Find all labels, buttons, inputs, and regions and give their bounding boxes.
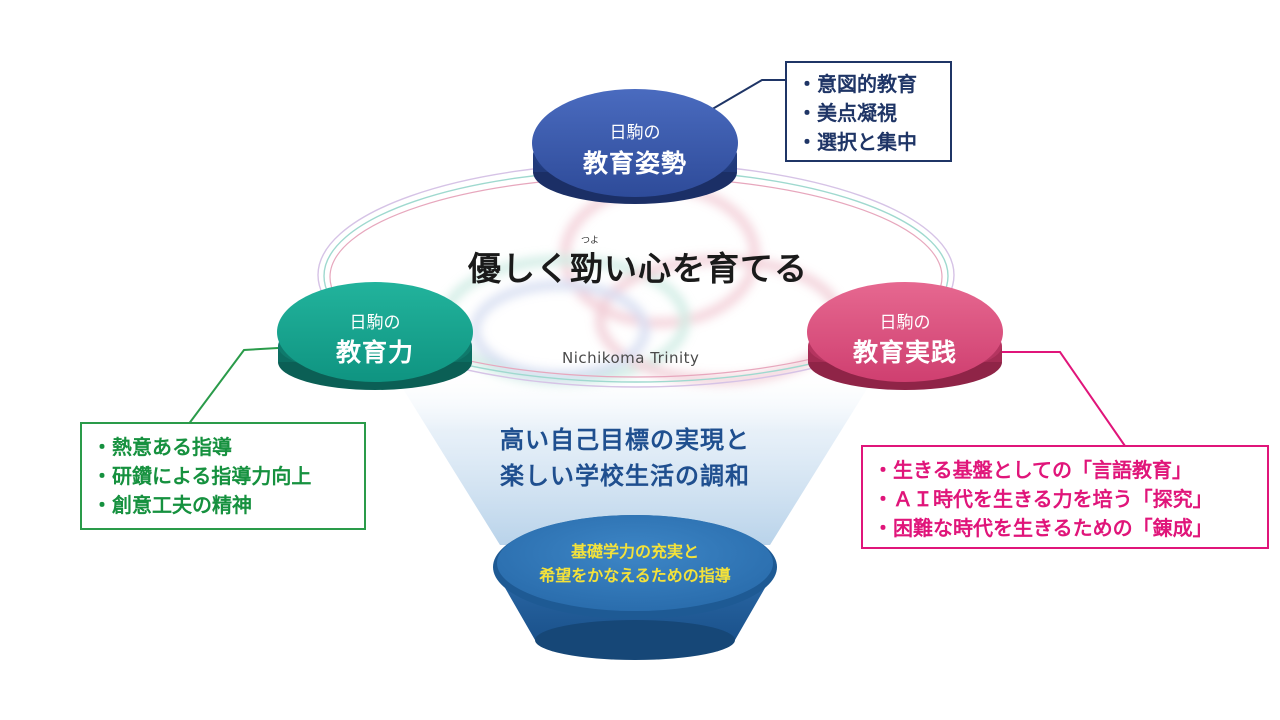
practice-point: ・ＡＩ時代を生きる力を培う「探究」 (873, 487, 1213, 511)
ability-point: ・創意工夫の精神 (92, 493, 252, 517)
posture-point: ・美点凝視 (797, 101, 897, 125)
ability-point: ・研鑽による指導力向上 (92, 464, 312, 488)
practice-point: ・生きる基盤としての「言語教育」 (873, 458, 1192, 482)
headline-ruby: つよ (581, 236, 600, 246)
posture-point: ・選択と集中 (797, 130, 917, 154)
trinity-label: Nichikoma Trinity (562, 349, 700, 367)
funnel-cone (390, 368, 880, 545)
practice-point: ・困難な時代を生きるための「錬成」 (873, 516, 1213, 540)
headline: 優しく勁い心を育てる (468, 249, 808, 288)
foundation-bowl-shape (493, 515, 777, 660)
posture-title: 教育姿勢 (582, 149, 687, 178)
posture-connector (696, 79, 785, 119)
goal-line-2: 楽しい学校生活の調和 (500, 462, 750, 490)
practice-connector (995, 351, 1126, 447)
ability-point: ・熱意ある指導 (92, 435, 232, 459)
practice-title: 教育実践 (852, 338, 957, 367)
foundation-line-1: 基礎学力の充実と (570, 542, 699, 561)
ability-points-box: ・熱意ある指導 ・研鑽による指導力向上 ・創意工夫の精神 (80, 422, 366, 530)
ability-title: 教育力 (335, 338, 414, 367)
practice-points-box: ・生きる基盤としての「言語教育」 ・ＡＩ時代を生きる力を培う「探究」 ・困難な時… (861, 445, 1269, 549)
ability-disc-shape (277, 282, 473, 390)
practice-sub: 日駒の (879, 313, 931, 333)
goal-line-1: 高い自己目標の実現と (500, 426, 750, 454)
posture-point: ・意図的教育 (797, 72, 917, 96)
posture-points-box: ・意図的教育 ・美点凝視 ・選択と集中 (785, 61, 952, 162)
ability-connector (187, 347, 279, 426)
ability-sub: 日駒の (349, 313, 401, 333)
posture-disc-shape (532, 89, 738, 204)
foundation-line-2: 希望をかなえるための指導 (539, 566, 731, 585)
practice-disc-shape (807, 282, 1003, 390)
posture-sub: 日駒の (609, 123, 661, 143)
